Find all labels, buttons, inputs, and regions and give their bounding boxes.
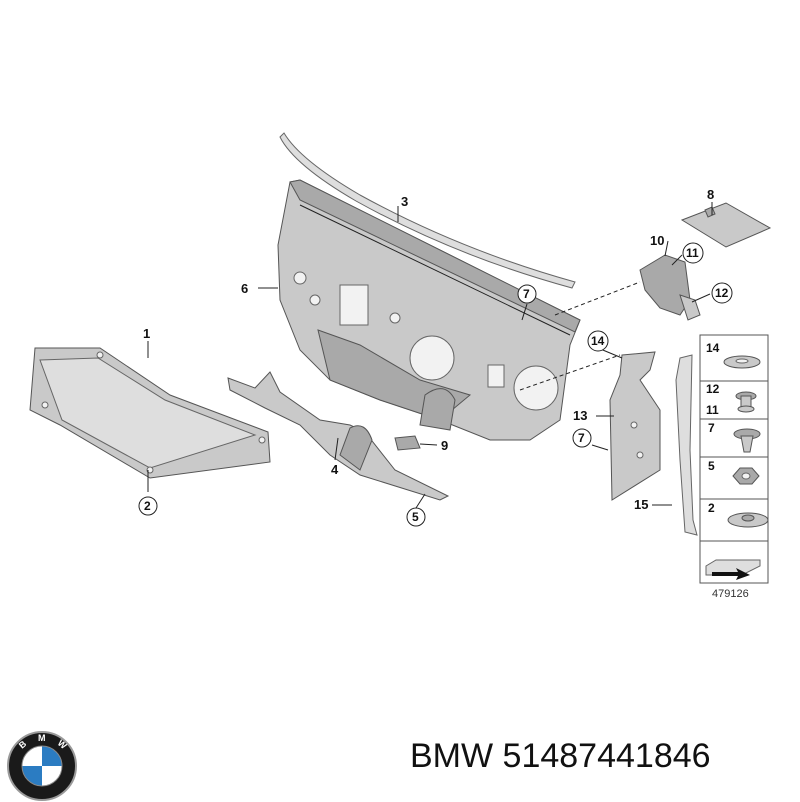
part-13-side-panel (609, 351, 661, 501)
callout-10: 10 (650, 233, 664, 248)
parts-diagram: 1 2 3 4 5 6 7 8 9 10 11 12 13 14 7 15 14… (29, 132, 772, 600)
callout-2-circle (138, 496, 158, 516)
callout-7a-circle (517, 284, 537, 304)
legend-label-5: 5 (708, 459, 715, 473)
small-parts-legend: 14 12 11 7 5 2 479126 (699, 334, 769, 600)
diagram-number: 479126 (712, 588, 749, 600)
callout-2: 2 (144, 499, 151, 513)
callout-7a: 7 (523, 287, 530, 301)
legend-label-7: 7 (708, 421, 715, 435)
callout-11: 11 (686, 246, 699, 260)
part-6-bulkhead-panel (277, 179, 581, 441)
callout-6: 6 (241, 281, 248, 296)
leader-lines (147, 202, 713, 509)
legend-label-12: 12 (706, 382, 720, 396)
callout-15: 15 (634, 497, 648, 512)
callout-7b: 7 (578, 431, 585, 445)
part-8-pad (680, 202, 772, 248)
callout-8: 8 (707, 187, 714, 202)
callout-11-circle (682, 242, 704, 264)
callout-14-circle (587, 330, 609, 352)
callout-12: 12 (715, 286, 729, 300)
callout-5: 5 (412, 510, 419, 524)
part-10-foam-block (639, 254, 701, 321)
callout-9: 9 (441, 438, 448, 453)
callout-13: 13 (573, 408, 587, 423)
part-1-insulation-mat (29, 347, 271, 479)
callout-14: 14 (591, 334, 605, 348)
logo-text-m: M (38, 733, 46, 743)
dashed-connectors (519, 281, 641, 391)
callout-5-circle (406, 507, 426, 527)
bmw-logo: B M W (7, 731, 77, 801)
part-3-seal-strip (279, 132, 576, 289)
brand-part-number: BMW 51487441846 (410, 737, 711, 776)
part-9-clip (394, 435, 421, 451)
brand-name: BMW (410, 737, 494, 775)
legend-label-2: 2 (708, 501, 715, 515)
callout-labels: 1 2 3 4 5 6 7 8 9 10 11 12 13 14 7 15 (138, 187, 733, 527)
callout-1: 1 (143, 326, 150, 341)
callout-7b-circle (572, 428, 592, 448)
logo-text-b: B (17, 738, 29, 750)
part-15-vertical-trim (675, 354, 698, 536)
part-number: 51487441846 (502, 737, 711, 775)
callout-3: 3 (401, 194, 408, 209)
callout-4: 4 (331, 462, 339, 477)
callout-12-circle (711, 282, 733, 304)
legend-label-14: 14 (706, 341, 720, 355)
part-4-lower-strip (227, 371, 450, 501)
legend-label-11: 11 (706, 403, 719, 417)
